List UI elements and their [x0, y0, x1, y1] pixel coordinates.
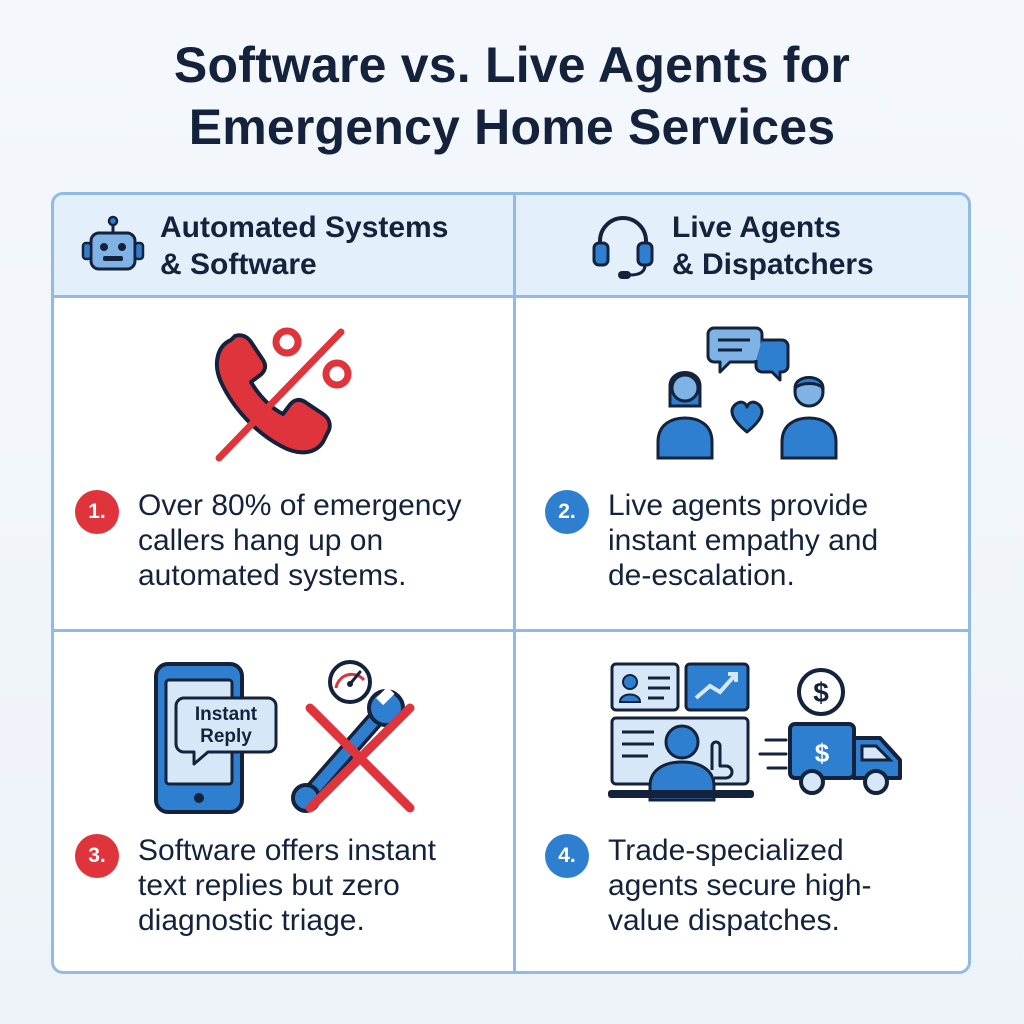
column-title-line: & Dispatchers: [672, 248, 874, 281]
cell-text-line: Over 80% of emergency: [138, 489, 462, 522]
page-title: Software vs. Live Agents for Emergency H…: [0, 34, 1024, 158]
cell-text-line: text replies but zero: [138, 869, 400, 902]
cell-text-line: Software offers instant: [138, 834, 436, 867]
cell-text-line: automated systems.: [138, 559, 407, 592]
cell-text-line: diagnostic triage.: [138, 904, 365, 937]
step-badge-1: 1.: [75, 490, 119, 534]
phone-hangup-percent-icon: [214, 327, 352, 462]
cell-2: 2. Live agents provide instant empathy a…: [516, 298, 968, 629]
step-badge-4: 4.: [545, 834, 589, 878]
bubble-text-instant: Instant: [195, 704, 258, 725]
column-title-line: Live Agents: [672, 211, 841, 244]
cell-4: $ $ 4. Trade-specialized agents secure h…: [516, 632, 968, 971]
cell-3: Instant Reply 3. Software offers instant…: [54, 632, 513, 971]
comparison-table: Automated Systems & Software Live Agents…: [51, 192, 971, 974]
cell-text-1: Over 80% of emergency callers hang up on…: [138, 488, 498, 593]
cell-text-line: Trade-specialized: [608, 834, 844, 867]
cell-text-line: agents secure high-: [608, 869, 872, 902]
cell-text-line: callers hang up on: [138, 524, 384, 557]
coin-dollar-glyph: $: [813, 677, 829, 708]
empathy-conversation-icon: [656, 326, 838, 460]
column-header-live-agents: Live Agents & Dispatchers: [516, 195, 968, 298]
bubble-text-reply: Reply: [200, 726, 252, 747]
column-header-automated: Automated Systems & Software: [54, 195, 513, 298]
column-title-line: Automated Systems: [160, 211, 449, 244]
cell-text-line: instant empathy and: [608, 524, 879, 557]
cell-text-line: Live agents provide: [608, 489, 869, 522]
cell-text-line: value dispatches.: [608, 904, 840, 937]
cell-text-line: de-escalation.: [608, 559, 795, 592]
robot-icon: [81, 215, 145, 271]
column-title-line: & Software: [160, 248, 317, 281]
dispatch-truck-icon: $ $: [608, 662, 902, 802]
cell-1: 1. Over 80% of emergency callers hang up…: [54, 298, 513, 629]
column-divider: [513, 195, 516, 971]
instant-reply-no-diagnostics-icon: Instant Reply: [154, 660, 415, 814]
step-badge-3: 3.: [75, 834, 119, 878]
cell-text-3: Software offers instant text replies but…: [138, 833, 498, 938]
truck-dollar-glyph: $: [815, 738, 830, 768]
column-title-live-agents: Live Agents & Dispatchers: [672, 209, 874, 283]
step-badge-2: 2.: [545, 490, 589, 534]
title-line-1: Software vs. Live Agents for: [173, 37, 851, 93]
title-line-2: Emergency Home Services: [188, 99, 836, 155]
headset-icon: [592, 216, 654, 279]
row-divider: [54, 629, 968, 632]
cell-text-2: Live agents provide instant empathy and …: [608, 488, 968, 593]
cell-text-4: Trade-specialized agents secure high- va…: [608, 833, 968, 938]
column-title-automated: Automated Systems & Software: [160, 209, 448, 283]
